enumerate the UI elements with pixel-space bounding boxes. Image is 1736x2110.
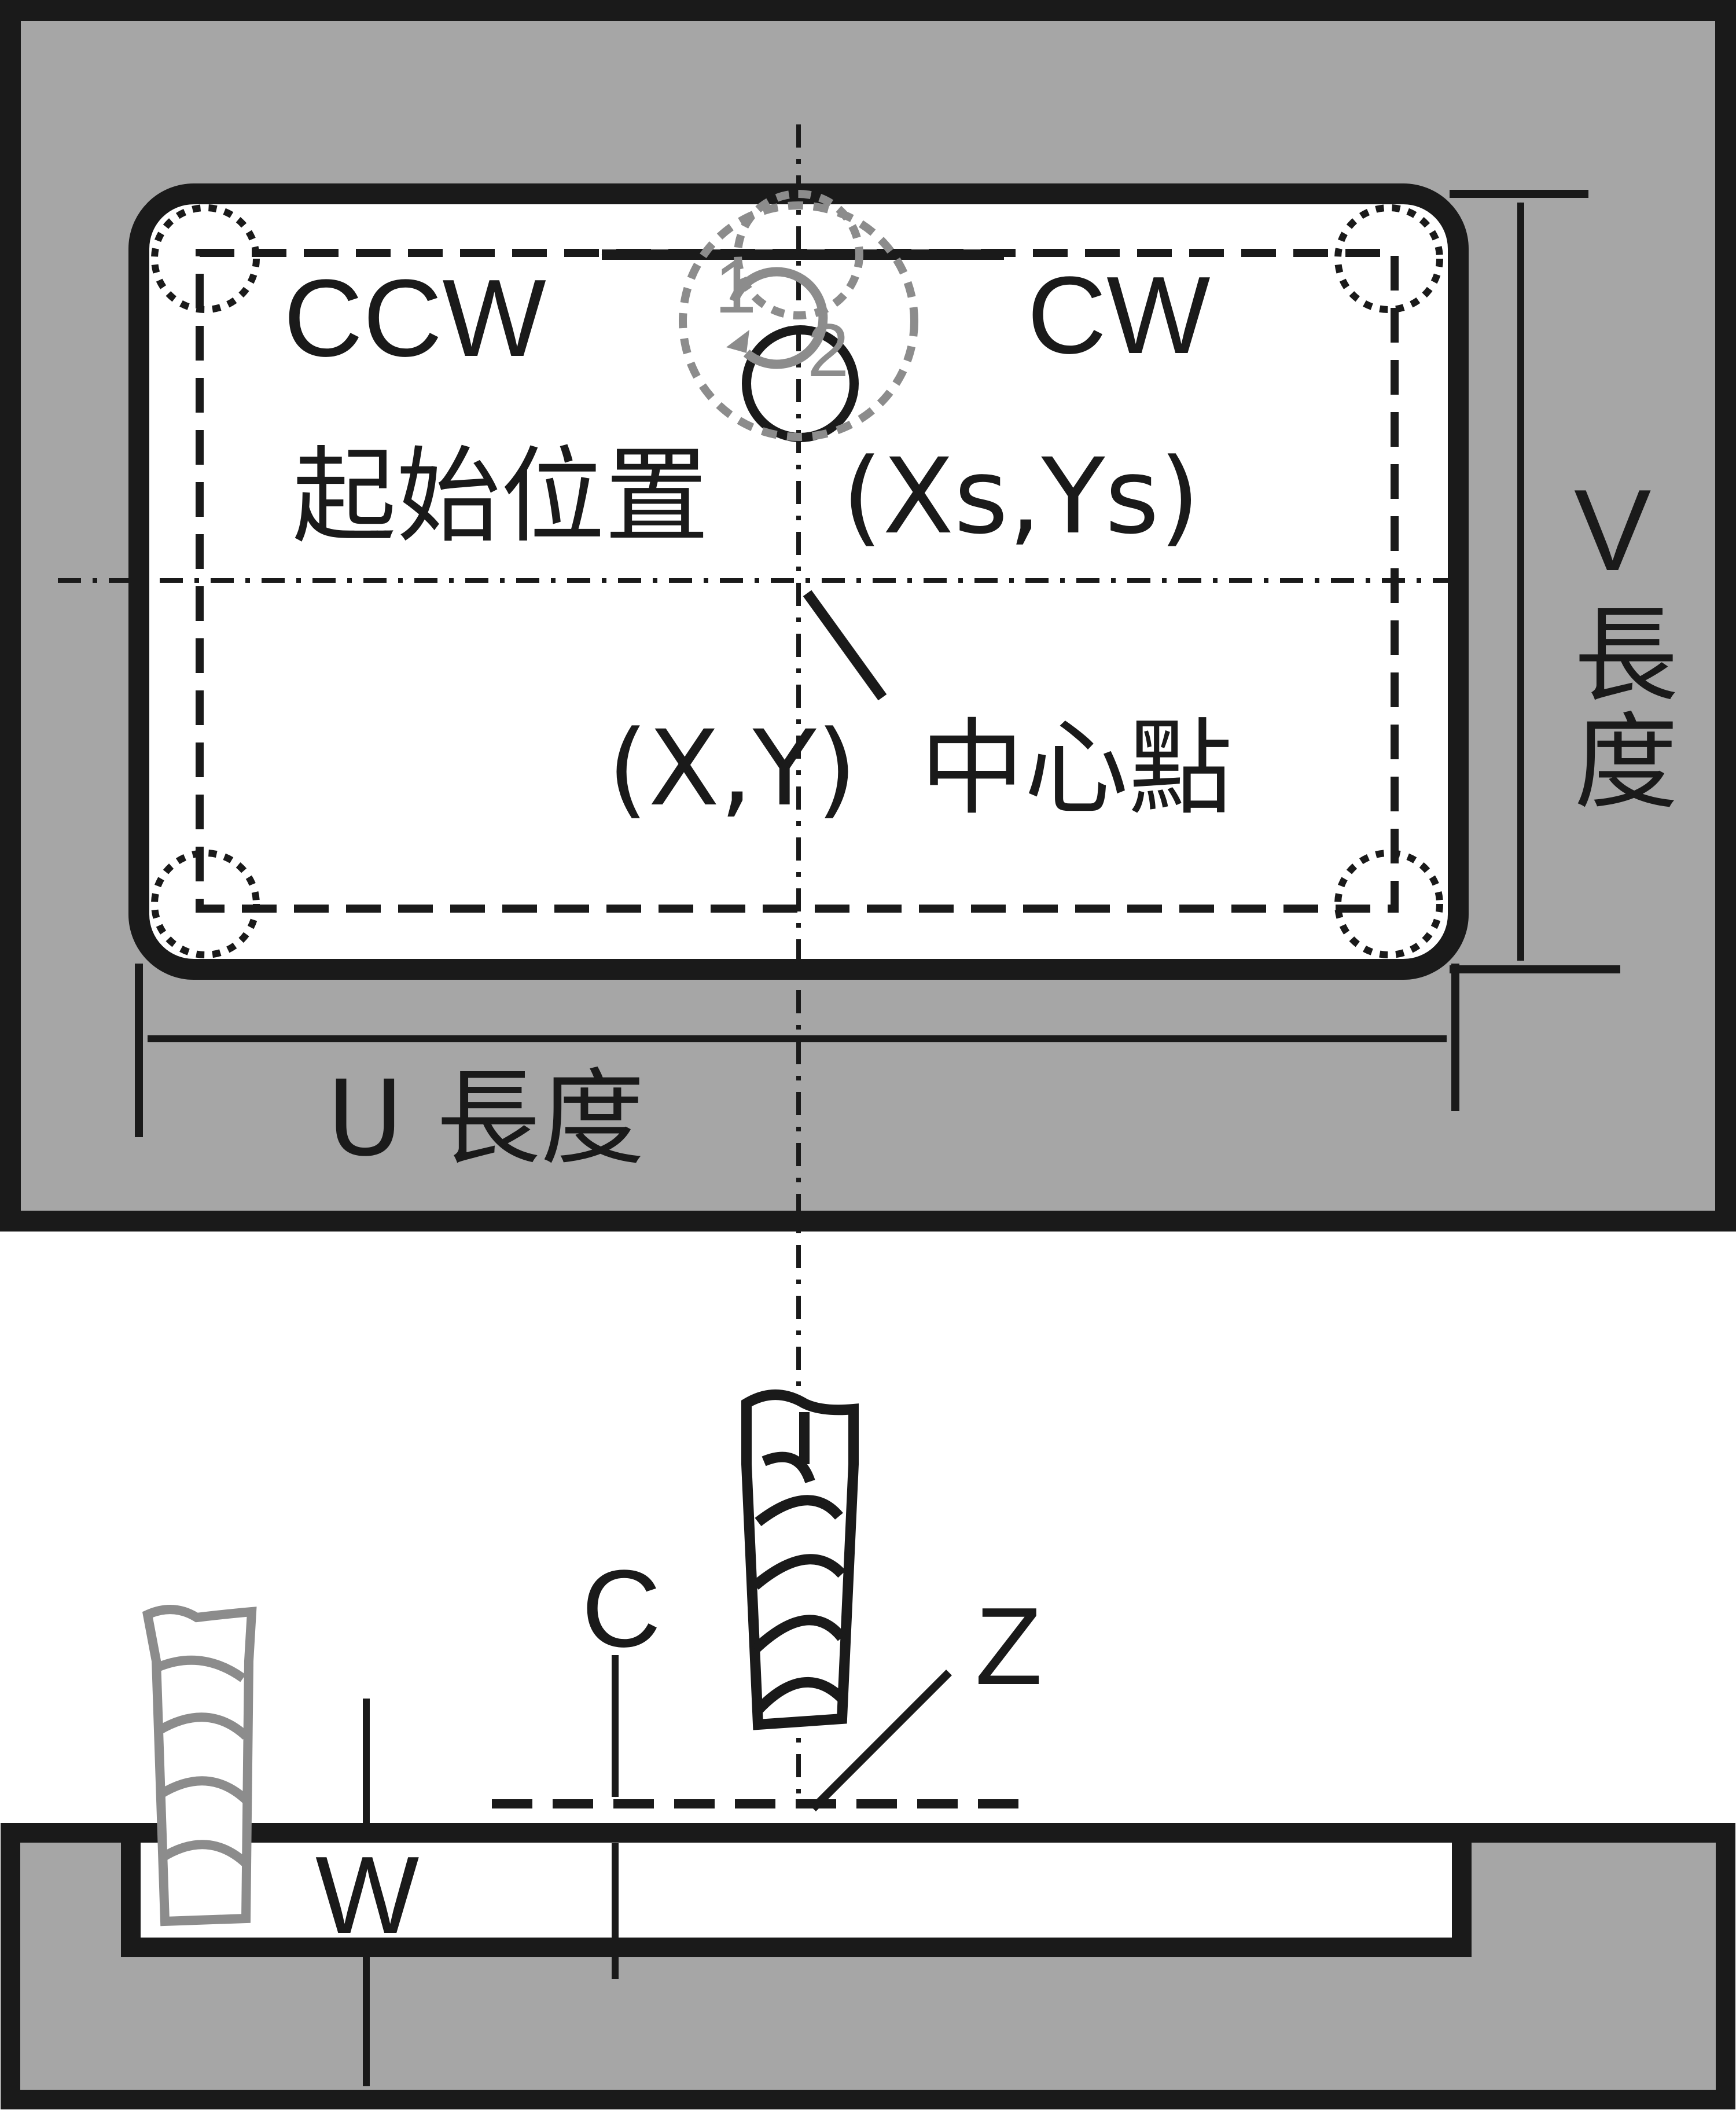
z-arrow <box>810 1670 952 1811</box>
cw-label: CW <box>1027 254 1211 377</box>
center-point-label: (X,Y) 中心點 <box>608 708 1233 829</box>
corner-circle-bottom-left <box>151 850 260 958</box>
start-position-coords: (Xs,Ys) <box>842 436 1200 557</box>
start-position-label: 起始位置 (Xs,Ys) <box>292 436 1200 557</box>
w-label: W <box>315 1834 419 1957</box>
center-point-arrow <box>803 590 887 701</box>
step-number-1: 1 <box>715 244 756 329</box>
ccw-label: CCW <box>284 257 546 380</box>
center-point-coords: (X,Y) <box>608 708 857 829</box>
start-position-cjk: 起始位置 <box>292 436 709 557</box>
v-length-char-1: 長 <box>1574 595 1678 716</box>
v-length-letter: V <box>1574 466 1651 595</box>
side-view: C Z W <box>1 1389 1735 2109</box>
corner-circle-top-left <box>151 204 260 313</box>
stock-block-side <box>1 1823 1735 2109</box>
corner-circle-top-right <box>1334 204 1443 313</box>
u-length-label: U 長度 <box>327 1058 645 1179</box>
step-number-2: 2 <box>807 308 849 392</box>
end-mill-icon <box>741 1389 859 1730</box>
start-tool-ghost-circle-top <box>734 190 863 319</box>
end-mill-icon-plunged <box>142 1605 257 1927</box>
center-point-cjk: 中心點 <box>920 708 1233 829</box>
z-label: Z <box>975 1585 1042 1708</box>
corner-tool-circles <box>151 204 1443 958</box>
c-label: C <box>582 1547 661 1670</box>
corner-circle-bottom-right <box>1334 850 1443 958</box>
start-tool-ghost-circle-mid <box>679 201 918 441</box>
v-length-char-2: 度 <box>1574 703 1678 824</box>
top-view: CCW CW 1 2 起始位置 (Xs,Ys) (X,Y) 中心點 V 長 <box>0 0 1736 1806</box>
rotation-arrow-icon: 1 2 <box>715 244 849 392</box>
